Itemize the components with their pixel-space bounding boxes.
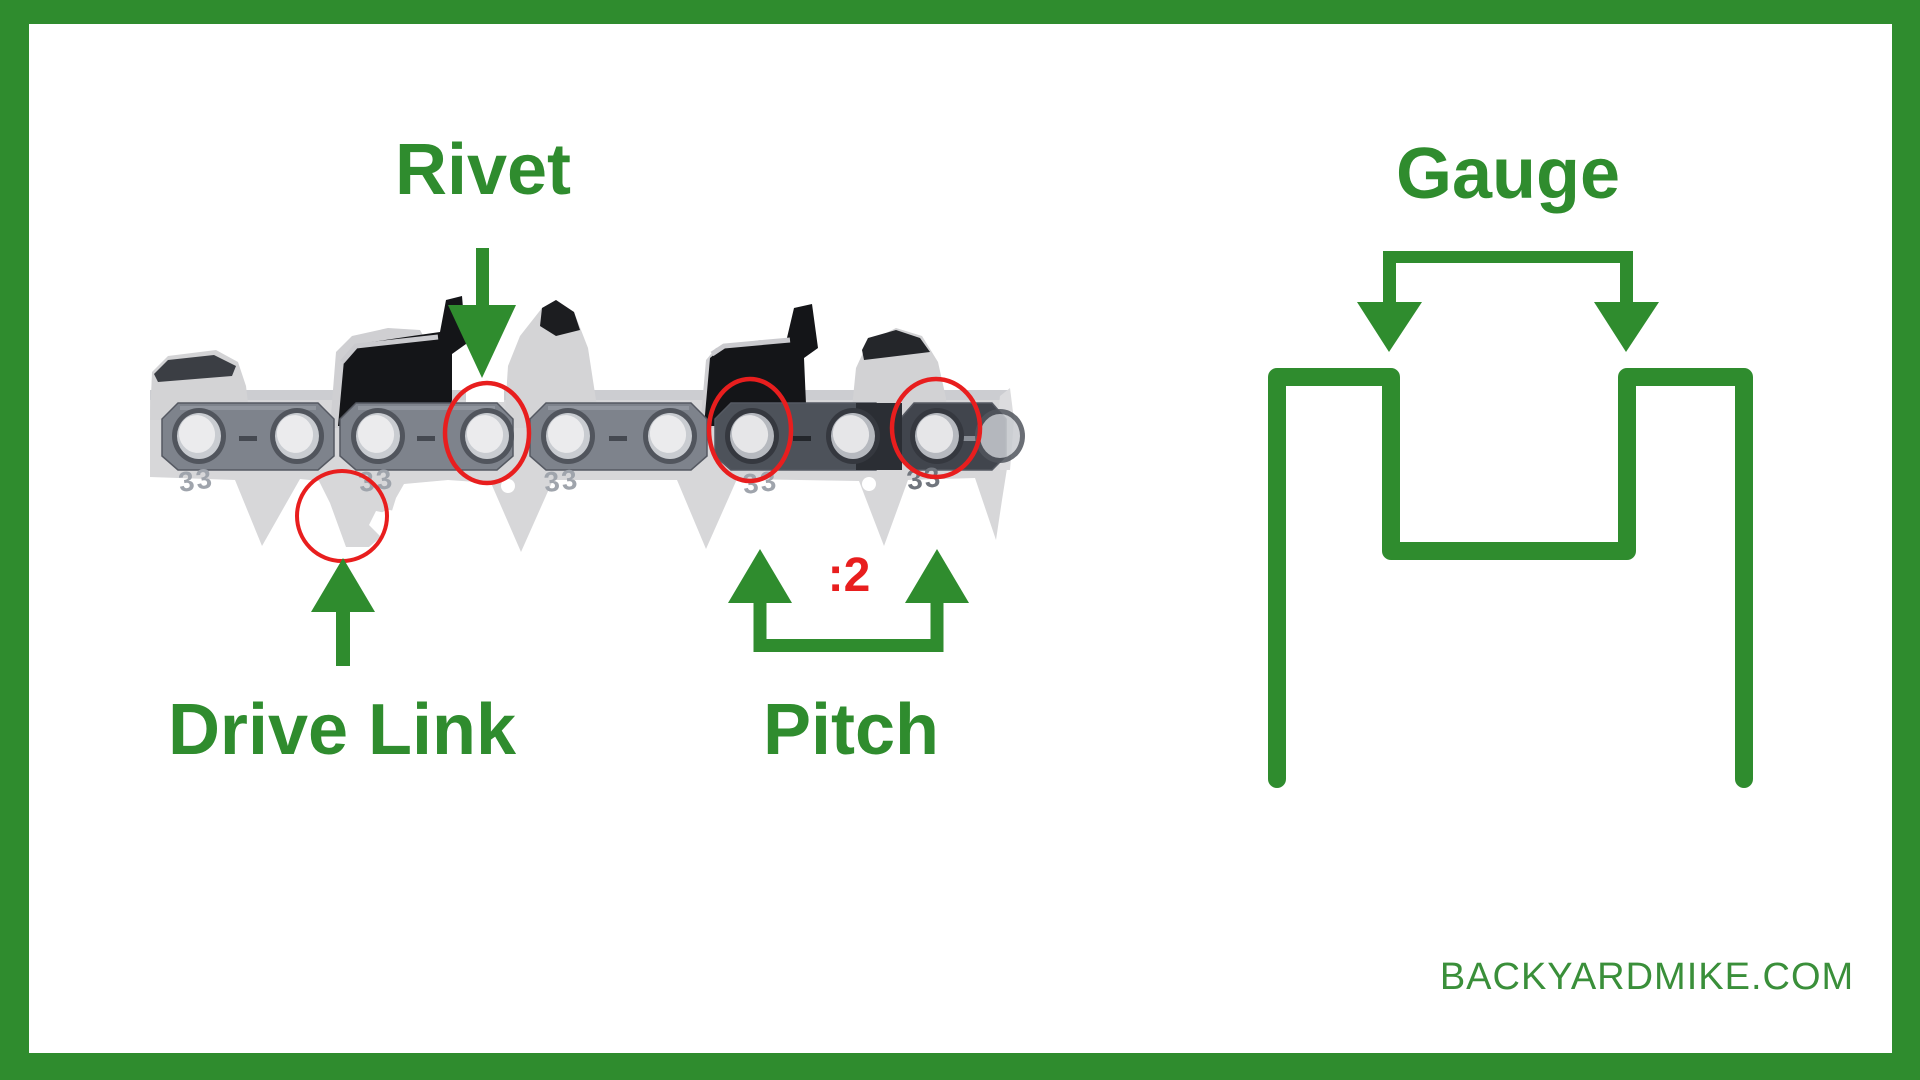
chain-tooth2 [504, 300, 600, 428]
drive-link-label: Drive Link [167, 690, 517, 770]
frame-border-right [1892, 0, 1920, 1080]
rivet [975, 409, 1025, 463]
rivet [351, 408, 405, 464]
gauge-label: Gauge [1395, 134, 1621, 214]
frame-border-left [0, 0, 29, 1080]
chain-joint-dashes [239, 436, 978, 441]
chain-stamp-text: 33 [542, 463, 580, 498]
gauge-measure-bracket [1357, 251, 1659, 352]
pitch-divisor-label: :2 [827, 549, 871, 602]
rivet-highlight-circle [889, 376, 983, 480]
frame-border-bottom [0, 1053, 1920, 1080]
rivet [460, 408, 514, 464]
rivet-highlight-circle [442, 380, 532, 486]
rivet [725, 408, 779, 464]
rivet [910, 408, 964, 464]
pitch-measure-bracket [728, 549, 969, 652]
chain-stamp-text: 33 [177, 462, 216, 498]
rivet-highlight-circle [706, 376, 794, 484]
website-watermark: BACKYARDMIKE.COM [1439, 956, 1855, 998]
frame-border-top [0, 0, 1920, 24]
rivet [826, 408, 880, 464]
chain-strap-highlights [180, 406, 689, 410]
rivet [270, 408, 324, 464]
drive-link-pointer-arrow [311, 558, 375, 666]
chain-cutter1-highlight [340, 334, 439, 364]
chain-link-hole [862, 477, 876, 491]
rivet [172, 408, 226, 464]
chain-cutter2-plate [704, 304, 818, 426]
gauge-groove-diagram [1268, 368, 1753, 788]
pitch-label: Pitch [762, 690, 940, 770]
chain-cutter1-plate [338, 296, 466, 426]
chain-cutter2-highlight [710, 337, 791, 357]
rivet-label: Rivet [394, 130, 572, 210]
chain-tooth4-plate [862, 330, 930, 360]
rivet-pointer-arrow [448, 248, 516, 378]
chain-link-hole [501, 479, 515, 493]
chain-rivets [172, 408, 1025, 464]
chain-tooth2-tip [540, 300, 580, 336]
chain-stamp-text: 33 [357, 463, 396, 498]
chain-tooth-left-plate [154, 355, 236, 382]
rivet [541, 408, 595, 464]
rivet [643, 408, 697, 464]
drive-link-hook-notch [378, 510, 400, 532]
